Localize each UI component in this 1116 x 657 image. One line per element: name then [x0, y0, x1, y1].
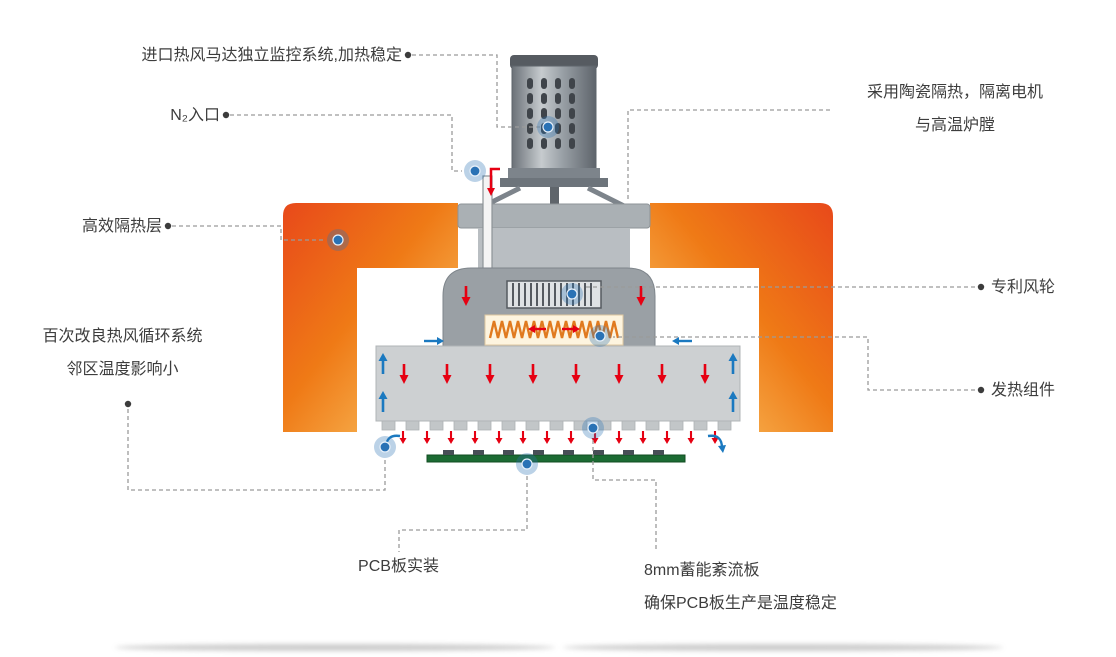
plate-nozzles — [381, 420, 732, 431]
label-ceramic-line2: 与高温炉膛 — [914, 117, 995, 134]
pcb-board — [426, 450, 686, 463]
bottom-shadow-left — [115, 644, 555, 651]
marker-dot-fan — [561, 283, 583, 305]
label-ceramic-line1: 采用陶瓷隔热，隔离电机 — [866, 84, 1043, 101]
label-heating-element: 发热组件 — [991, 382, 1056, 399]
heater-element — [484, 314, 624, 346]
insulation-right — [650, 203, 833, 432]
marker-dot-insulation — [327, 229, 349, 251]
label-turbulence-plate: 8mm蓄能紊流板 确保PCB板生产是温度稳定 — [644, 554, 837, 620]
insulation-left — [283, 203, 458, 432]
marker-dot-turbulence — [582, 417, 604, 439]
fan-wheel — [506, 280, 602, 309]
label-ceramic-isolation: 采用陶瓷隔热，隔离电机 与高温炉膛 — [826, 76, 1084, 142]
label-pcb-mounting: PCB板实装 — [358, 558, 439, 575]
marker-dot-pcb — [516, 453, 538, 475]
label-turbulence-line2: 确保PCB板生产是温度稳定 — [644, 595, 837, 612]
marker-dot-circulation — [374, 436, 396, 458]
label-circulation-system: 百次改良热风循环系统 邻区温度影响小 — [25, 320, 220, 386]
diffuser-plate — [375, 345, 741, 431]
motor-vent-slots — [527, 78, 575, 149]
label-bullets — [124, 51, 985, 408]
marker-dot-motor — [537, 116, 559, 138]
marker-dots — [327, 116, 611, 475]
label-fan-wheel: 专利风轮 — [991, 279, 1056, 296]
motor-group — [482, 55, 626, 285]
marker-dot-heater — [589, 325, 611, 347]
label-insulation-layer: 高效隔热层 — [81, 218, 162, 235]
hot-air-arrows — [398, 167, 720, 446]
pcb-components — [443, 450, 664, 455]
leader-lines — [127, 54, 975, 552]
n2-flow-arrow — [489, 167, 500, 189]
label-turbulence-line1: 8mm蓄能紊流板 — [644, 562, 760, 579]
marker-dot-n2 — [464, 160, 486, 182]
label-motor-system: 进口热风马达独立监控系统,加热稳定 — [141, 47, 402, 64]
isolation-pillar — [478, 228, 630, 270]
label-circulation-line1: 百次改良热风循环系统 — [42, 328, 203, 345]
label-n2-inlet: N₂入口 — [170, 107, 220, 124]
label-circulation-line2: 邻区温度影响小 — [66, 361, 179, 378]
bottom-shadow-right — [563, 644, 1003, 651]
